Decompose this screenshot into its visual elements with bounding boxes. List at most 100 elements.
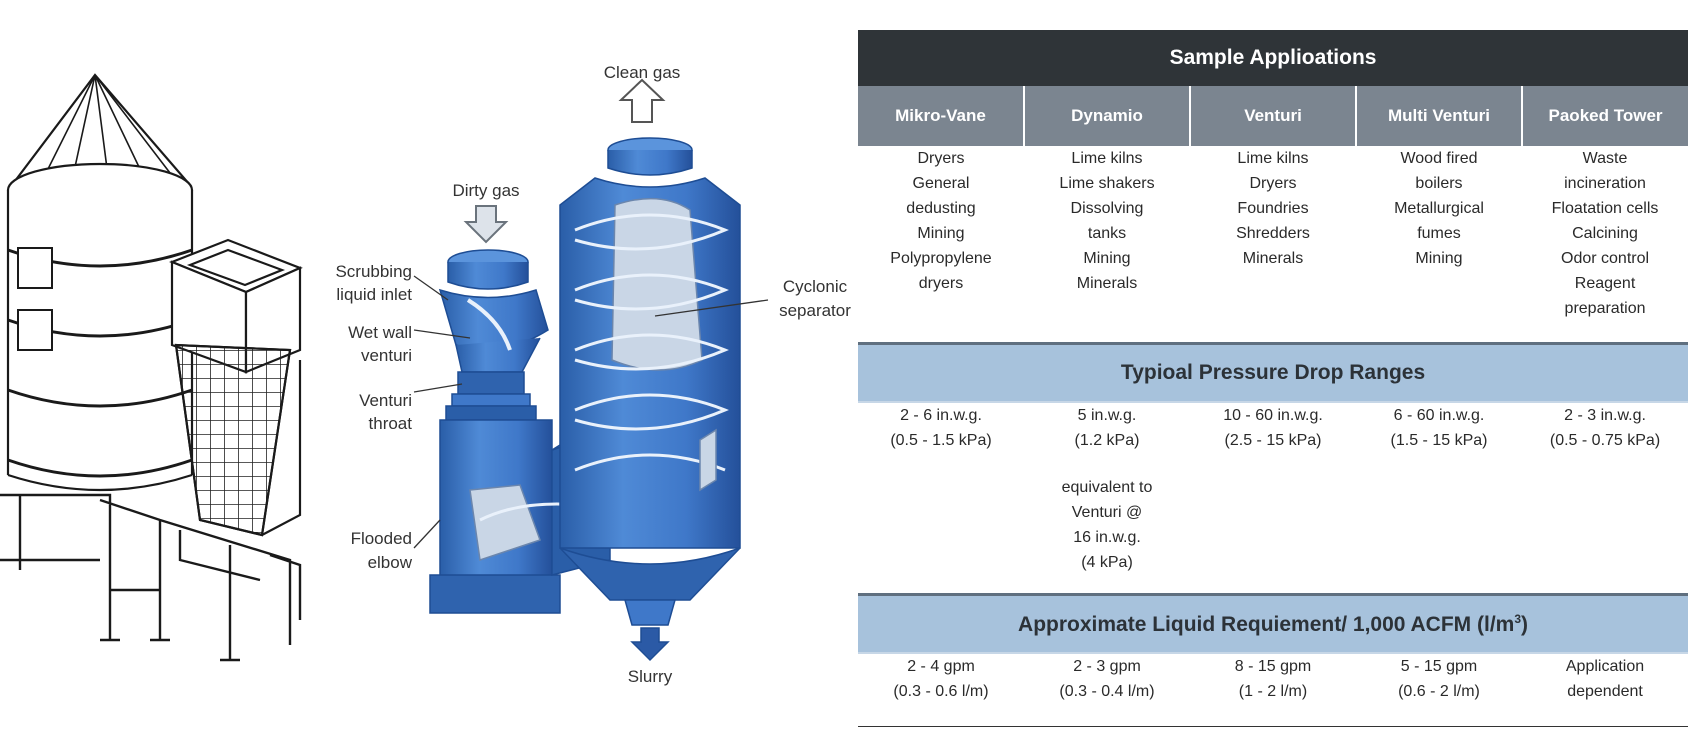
scrubber-illustration: Clean gas Dirty gas Scrubbing liquid inl… <box>0 63 851 686</box>
cyclonic-separator <box>559 137 741 626</box>
cell-line: dryers <box>918 275 964 292</box>
cell-line: 6 - 60 in.w.g. <box>1393 407 1485 424</box>
cell-line: (1.5 - 15 kPa) <box>1390 432 1488 449</box>
label-throat-2: throat <box>369 414 413 433</box>
cell-line: 8 - 15 gpm <box>1234 658 1312 675</box>
hopper-drawing <box>169 238 303 537</box>
cell-line: 10 - 60 in.w.g. <box>1223 407 1323 424</box>
cell-line: (0.3 - 0.4 l/m) <box>1059 683 1155 700</box>
table-cell: 2 - 4 gpm (0.3 - 0.6 l/m) <box>858 653 1024 727</box>
cell-line: (1 - 2 l/m) <box>1238 683 1308 700</box>
cell-line: preparation <box>1564 300 1646 317</box>
label-flooded-2: elbow <box>368 553 413 572</box>
cell-line: Polypropylene <box>890 250 992 267</box>
clean-gas-arrow-icon <box>618 78 666 123</box>
table-cell: 2 - 3 gpm (0.3 - 0.4 l/m) <box>1024 653 1190 727</box>
cell-line: 2 - 3 gpm <box>1073 658 1141 675</box>
cell-line: (0.5 - 1.5 kPa) <box>890 432 992 449</box>
label-wetwall-1: Wet wall <box>348 323 412 342</box>
cell-line: (1.2 kPa) <box>1074 432 1140 449</box>
cell-line: Calcining <box>1572 225 1638 242</box>
label-scrubbing-1: Scrubbing <box>335 262 412 281</box>
table-cell: 10 - 60 in.w.g. (2.5 - 15 kPa) <box>1190 402 1356 595</box>
cell-line: Dryers <box>917 150 965 167</box>
cell-line: Shredders <box>1236 225 1310 242</box>
cell-line: Odor control <box>1561 250 1650 267</box>
cell-line: General <box>912 175 970 192</box>
cell-line: equivalent to <box>1061 479 1153 496</box>
cell-line: Reagent <box>1574 275 1636 292</box>
cell-line: Mining <box>1083 250 1131 267</box>
cell-line: (0.3 - 0.6 l/m) <box>893 683 989 700</box>
column-header: Multi Venturi <box>1355 86 1522 146</box>
cell-line: (0.6 - 2 l/m) <box>1398 683 1480 700</box>
sample-applications-table: Sample Applioations Mikro-Vane Dynamio V… <box>858 30 1688 727</box>
cell-line: (2.5 - 15 kPa) <box>1224 432 1322 449</box>
table-cell: 2 - 6 in.w.g.(0.5 - 1.5 kPa) <box>858 402 1024 595</box>
label-slurry: Slurry <box>628 667 673 686</box>
cell-line: 2 - 4 gpm <box>907 658 975 675</box>
table-title-row: Sample Applioations <box>858 30 1688 86</box>
label-cyclonic-2: separator <box>779 301 851 320</box>
cell-line: fumes <box>1417 225 1461 242</box>
cell-line: (0.5 - 0.75 kPa) <box>1549 432 1661 449</box>
cell-line: Foundries <box>1237 200 1309 217</box>
cell-line: Minerals <box>1242 250 1304 267</box>
table-cell: 8 - 15 gpm (1 - 2 l/m) <box>1190 653 1356 727</box>
table-cell: 5 - 15 gpm (0.6 - 2 l/m) <box>1356 653 1522 727</box>
venturi-vessel <box>429 249 561 614</box>
cell-line: Mining <box>1415 250 1463 267</box>
cell-line: Metallurgical <box>1394 200 1484 217</box>
cell-line: Lime kilns <box>1237 150 1309 167</box>
cell-line: Minerals <box>1076 275 1138 292</box>
column-header: Venturi <box>1189 86 1356 146</box>
cell-line: incineration <box>1564 175 1646 192</box>
liquid-section-title: Approximate Liquid Requiement/ 1,000 ACF… <box>858 593 1688 654</box>
cell-line: Dissolving <box>1070 200 1144 217</box>
label-scrubbing-2: liquid inlet <box>336 285 412 304</box>
cell-line: Venturi @ <box>1071 504 1143 521</box>
pressure-section-row: Typioal Pressure Drop Ranges <box>858 342 1688 403</box>
cell-line: Floatation cells <box>1551 200 1659 217</box>
cell-line: Mining <box>917 225 965 242</box>
table-cell: 2 - 3 in.w.g. (0.5 - 0.75 kPa) <box>1522 402 1688 595</box>
cell-line: Lime kilns <box>1071 150 1143 167</box>
cell-line: Wood fired <box>1400 150 1478 167</box>
silo-drawing <box>0 73 302 662</box>
cell-line: (4 kPa) <box>1081 554 1133 571</box>
pressure-row: 2 - 6 in.w.g.(0.5 - 1.5 kPa) 5 in.w.g. (1… <box>858 402 1688 595</box>
table-cell: 5 in.w.g. (1.2 kPa) equivalent to Venturi … <box>1024 402 1190 595</box>
cell-line: Application <box>1565 658 1645 675</box>
label-throat-1: Venturi <box>359 391 412 410</box>
column-header: Paoked Tower <box>1520 86 1688 146</box>
cell-line: 5 - 15 gpm <box>1400 658 1478 675</box>
dirty-gas-arrow-icon <box>463 205 509 244</box>
leader-lines <box>413 275 769 549</box>
cell-line: boilers <box>1415 175 1463 192</box>
cell-line: Lime shakers <box>1059 175 1155 192</box>
column-header-row: Mikro-Vane Dynamio Venturi Multi Venturi… <box>858 86 1688 146</box>
cell-line: 16 in.w.g. <box>1073 529 1141 546</box>
cell-line: 5 in.w.g. <box>1077 407 1137 424</box>
label-clean-gas: Clean gas <box>604 63 681 82</box>
label-cyclonic-1: Cyclonic <box>783 277 848 296</box>
slurry-arrow-icon <box>630 627 670 662</box>
label-wetwall-2: venturi <box>361 346 412 365</box>
table-title: Sample Applioations <box>858 30 1688 86</box>
cell-line: dedusting <box>906 200 976 217</box>
label-dirty-gas: Dirty gas <box>452 181 519 200</box>
label-flooded-1: Flooded <box>351 529 412 548</box>
cell-line: 2 - 3 in.w.g. <box>1564 407 1646 424</box>
cell-line: Waste <box>1582 150 1628 167</box>
column-header: Mikro-Vane <box>858 86 1024 146</box>
column-header: Dynamio <box>1023 86 1190 146</box>
pressure-section-title: Typioal Pressure Drop Ranges <box>858 342 1688 403</box>
cell-line: Dryers <box>1249 175 1297 192</box>
